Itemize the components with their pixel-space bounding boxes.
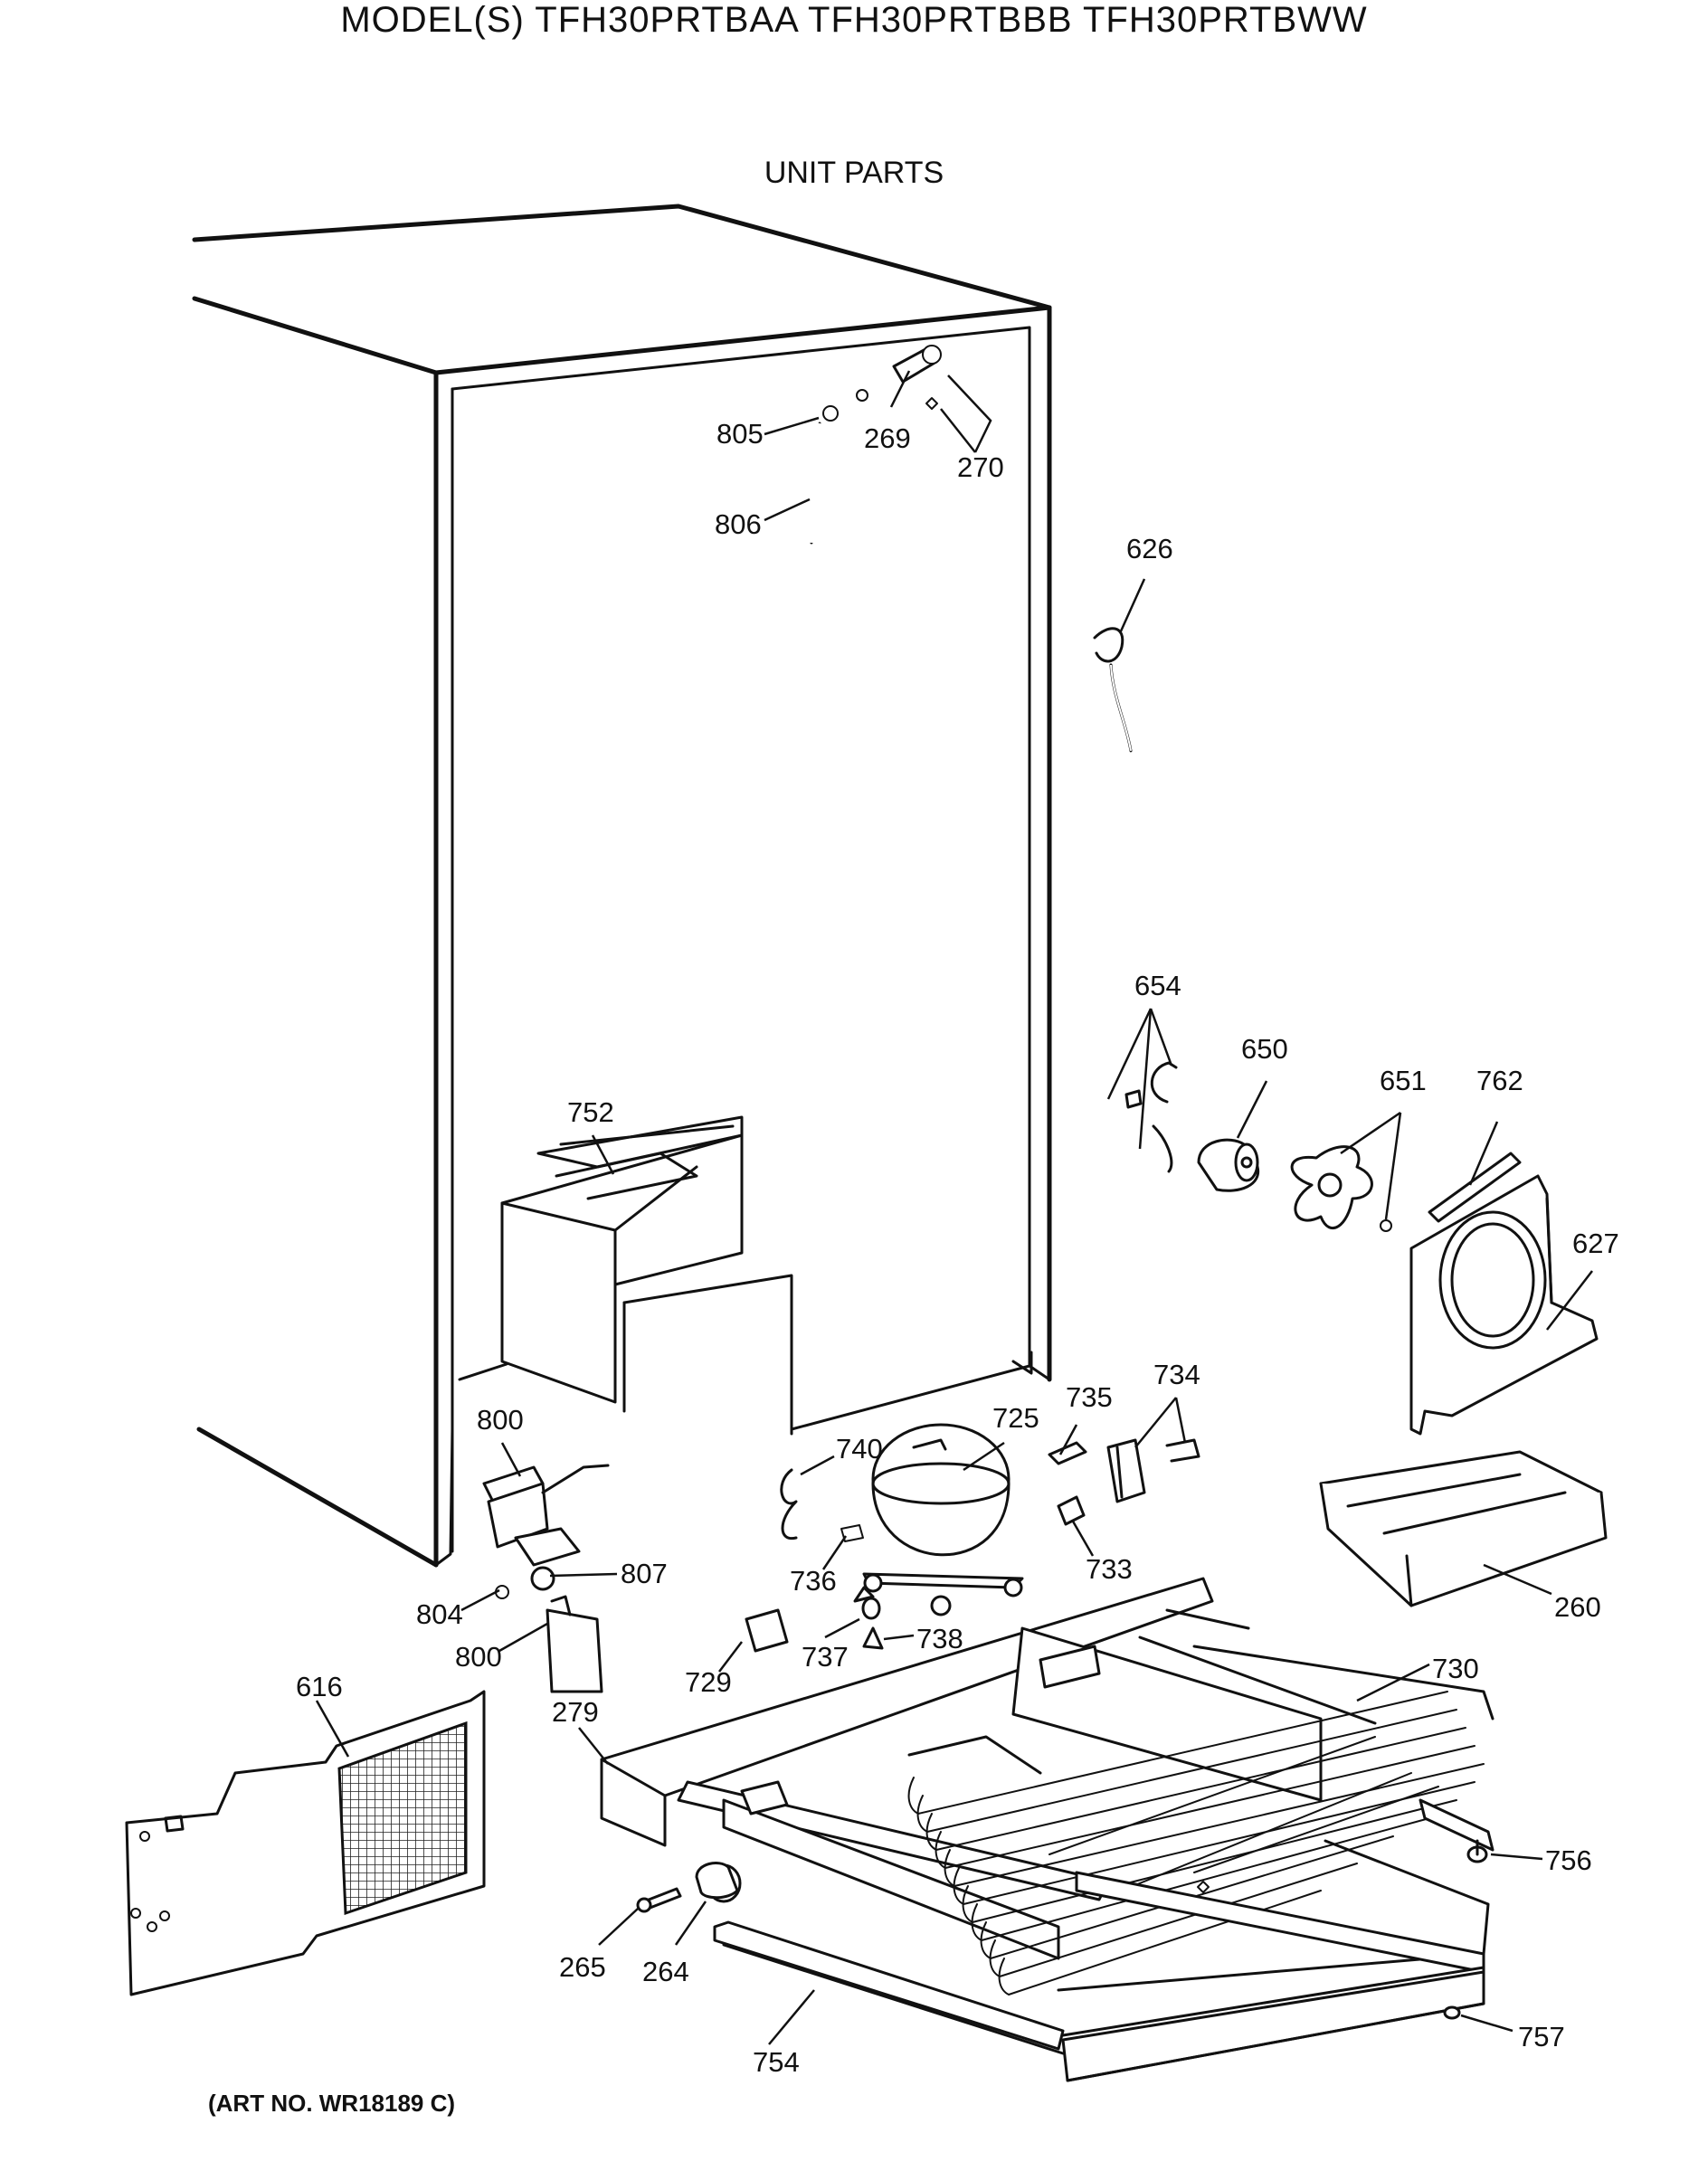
callout-752: 752 [567,1096,614,1128]
access-panel-616 [125,1690,486,1996]
callout-754: 754 [753,2046,800,2078]
condenser-and-base-730 [600,1577,1494,2082]
callout-627: 627 [1572,1228,1619,1259]
callout-736: 736 [790,1565,837,1597]
callout-626: 626 [1126,533,1173,564]
callout-650: 650 [1241,1033,1288,1065]
fasteners-and-bumper [636,1839,1488,2020]
fan-shroud-627 [1409,1152,1599,1436]
small-parts-737-738-729 [745,1597,884,1653]
callout-733: 733 [1086,1553,1133,1585]
callout-805: 805 [716,418,764,450]
callout-labels: 805 269 270 806 626 654 650 651 762 627 … [296,418,1619,2078]
callout-725: 725 [992,1402,1039,1434]
callout-264: 264 [642,1956,689,1987]
callout-735: 735 [1066,1381,1113,1413]
clips-740-736 [780,1468,864,1542]
drain-pan-260 [1319,1450,1608,1607]
callout-807: 807 [621,1558,668,1589]
water-valve-800 [482,1464,610,1693]
refrigerator-cabinet [192,204,1052,1568]
callout-737: 737 [802,1641,849,1673]
callout-800-top: 800 [477,1404,524,1436]
callout-762: 762 [1476,1065,1523,1096]
callout-616: 616 [296,1671,343,1702]
water-tube-fill-parts [809,345,942,545]
callout-654: 654 [1134,970,1181,1001]
starting-relay-parts [1048,1438,1200,1526]
callout-757: 757 [1518,2021,1565,2052]
callout-756: 756 [1545,1844,1592,1876]
art-number: (ART NO. WR18189 C) [208,2090,456,2117]
callout-651: 651 [1380,1065,1427,1096]
cabinet-recess-752 [500,1115,793,1436]
callout-730: 730 [1432,1653,1479,1684]
condenser-fan-motor-assembly [1124,1061,1392,1232]
section-title: UNIT PARTS [764,156,944,190]
callout-734: 734 [1153,1359,1200,1390]
callout-leader-lines [315,370,1593,2045]
callout-279: 279 [552,1696,599,1728]
callout-740: 740 [836,1433,883,1465]
callout-265: 265 [559,1951,606,1983]
compressor-725 [853,1423,1024,1616]
front-rail-754 [713,1920,1065,2051]
callout-800-bottom: 800 [455,1641,502,1673]
callout-806: 806 [715,508,762,540]
harness-626 [1093,627,1133,753]
callout-260: 260 [1554,1591,1601,1623]
callout-270: 270 [957,451,1004,483]
callout-269: 269 [864,422,911,454]
model-title: MODEL(S) TFH30PRTBAA TFH30PRTBBB TFH30PR… [340,0,1368,40]
callout-738: 738 [916,1623,963,1654]
callout-729: 729 [685,1666,732,1698]
callout-804: 804 [416,1598,463,1630]
